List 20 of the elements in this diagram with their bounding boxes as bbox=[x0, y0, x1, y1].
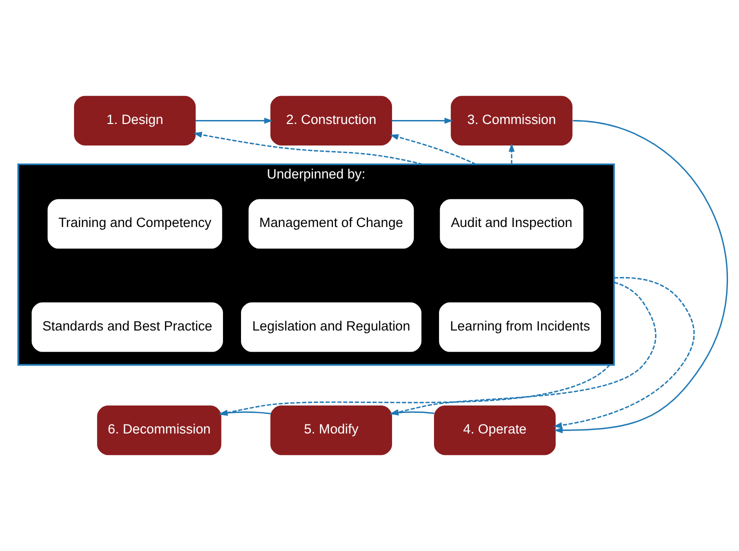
node-box: 5. Modify bbox=[270, 406, 392, 456]
node-box: 1. Design bbox=[74, 96, 196, 146]
node-box: 2. Construction bbox=[270, 96, 392, 146]
node-box: 6. Decommission bbox=[97, 406, 222, 456]
node-box: Management of Change bbox=[248, 199, 414, 249]
node-box: 4. Operate bbox=[434, 406, 556, 456]
arrow bbox=[508, 143, 515, 164]
node-box: Training and Competency bbox=[48, 199, 222, 249]
node-box: Learning from Incidents bbox=[439, 302, 601, 352]
node-box: Standards and Best Practice bbox=[32, 302, 223, 352]
arrow bbox=[392, 118, 454, 124]
node-box: Legislation and Regulation bbox=[241, 302, 422, 352]
arrow bbox=[553, 277, 695, 428]
node-box: 3. Commission bbox=[450, 96, 572, 146]
arrow bbox=[193, 132, 423, 165]
node-box: Audit and Inspection bbox=[440, 199, 584, 249]
arrow bbox=[390, 134, 476, 165]
arrow bbox=[219, 410, 271, 416]
arrow bbox=[554, 120, 728, 434]
arrow bbox=[195, 118, 273, 124]
